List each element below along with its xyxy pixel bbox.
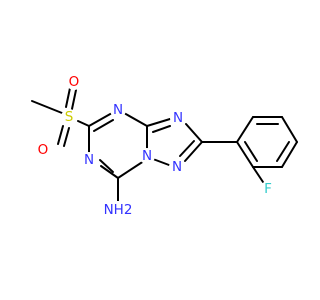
bond-n4-c3a	[123, 112, 148, 127]
fluorine-atom-label: F	[264, 181, 272, 197]
bond-ph6-ph1	[236, 141, 254, 168]
nitrogen-triazine-top-atom: N	[110, 102, 126, 118]
triazole-ring-bonds	[146, 118, 203, 166]
sulfur-atom-label: S	[65, 109, 74, 125]
bond-ph4-ph5-double	[276, 141, 290, 162]
oxygen-bottom-atom: O	[35, 142, 51, 158]
bond-sulfur-oxygen-top-b	[71, 89, 77, 110]
triazine-ring-bonds	[88, 112, 148, 179]
bond-sulfur-oxygen-bottom-b	[63, 127, 70, 147]
nitrogen-triazine-left-atom: N	[81, 152, 97, 168]
bond-c2-n1-double	[179, 140, 195, 157]
fluorophenyl-bonds	[201, 116, 298, 183]
oxygen-top-atom: O	[66, 74, 82, 90]
nitrogen-triazine-left-atom-label: N	[84, 152, 94, 168]
bond-ph1-ph2	[236, 116, 254, 143]
bond-ph4-ph5	[281, 141, 298, 168]
bond-methyl-sulfur	[31, 100, 63, 114]
fluorine-atom: F	[260, 181, 276, 197]
sulfur-atom: S	[61, 109, 77, 125]
nitrogen-triazole-bottom-atom-label: N	[172, 159, 182, 175]
bond-ph6-fluorine	[252, 166, 264, 183]
nitrogen-triazole-top-atom-label: N	[173, 110, 183, 126]
amine-group: NH2	[101, 201, 135, 218]
bond-c7-n6-double	[99, 159, 114, 173]
nitrogen-bridge-atom-label: N	[142, 148, 152, 164]
nitrogen-triazole-top-atom: N	[170, 110, 186, 126]
bond-c2-n1	[184, 141, 203, 162]
bond-c3a-n3	[146, 118, 171, 127]
nitrogen-triazine-top-atom-label: N	[113, 102, 123, 118]
oxygen-bottom-atom-label: O	[38, 142, 49, 158]
bond-sulfur-triazine-c	[77, 120, 90, 127]
bond-c5-n4-double	[93, 119, 114, 132]
bond-c7-n6	[100, 165, 119, 179]
bond-c3a-n3-double	[152, 125, 171, 133]
bond-sulfur-oxygen-top-a	[65, 87, 71, 108]
atom-labels: S O O N N N N N	[35, 74, 276, 218]
oxygen-top-atom-label: O	[69, 74, 80, 90]
amine-group-label: NH2	[104, 202, 133, 218]
nitrogen-triazole-bottom-atom: N	[169, 159, 185, 175]
bond-ph6-ph1-double	[244, 141, 258, 162]
methylsulfonyl-bonds	[31, 87, 90, 147]
bond-sulfur-oxygen-bottom-a	[57, 125, 64, 145]
molecular-structure-diagram: S O O N N N N N	[31, 74, 298, 218]
nitrogen-bridge-atom: N	[139, 148, 155, 164]
bond-n3-c2	[185, 123, 203, 143]
bond-ph3-ph4	[281, 116, 298, 143]
bond-n1-n-bridge	[152, 158, 170, 166]
bond-c5-n4	[88, 112, 113, 127]
